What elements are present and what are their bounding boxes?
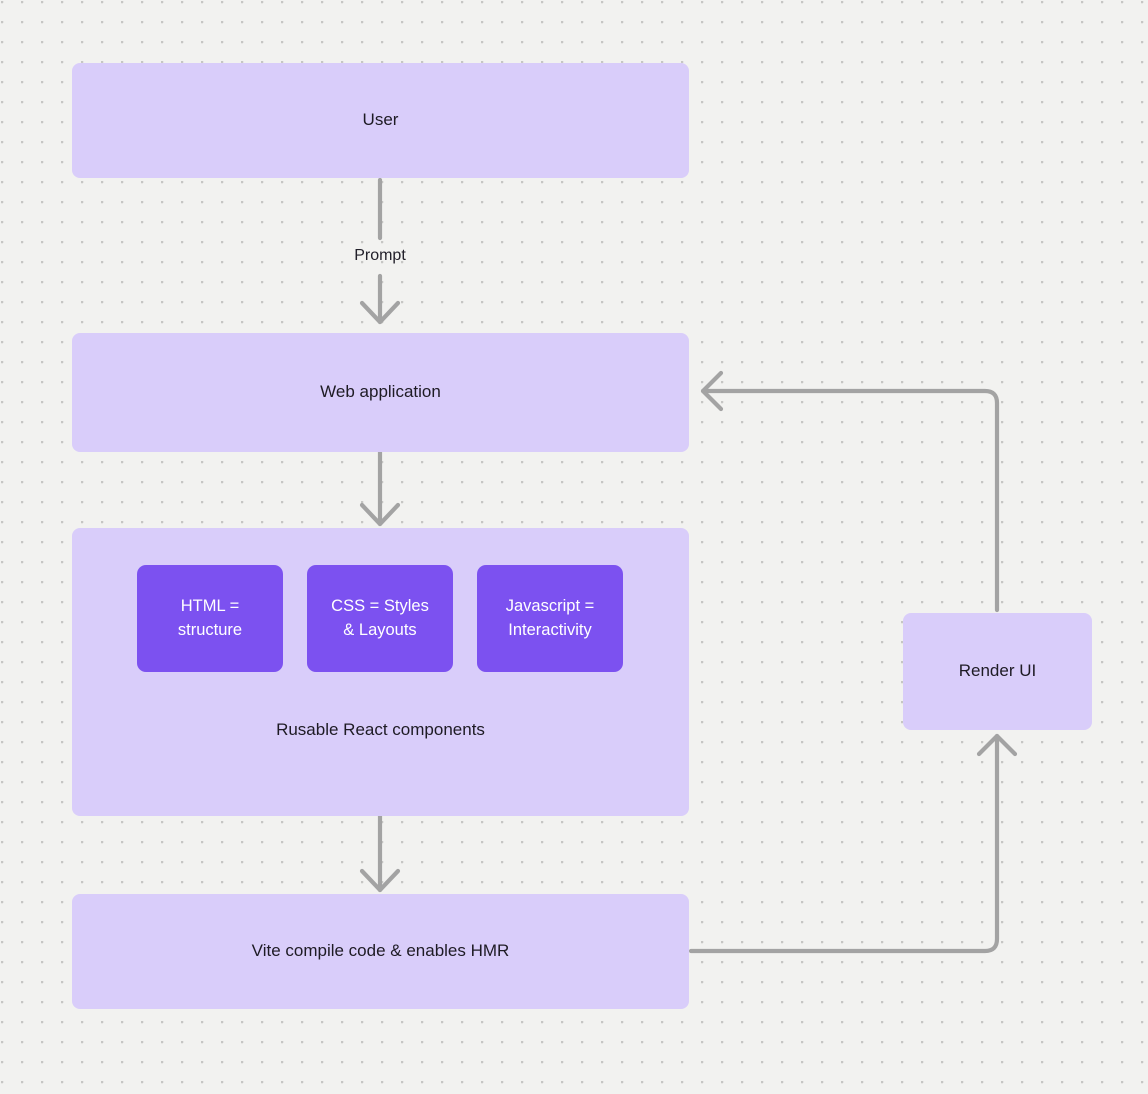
node-javascript-line2: Interactivity [508,620,592,639]
edge-render-ui-to-web-application [700,370,1000,613]
node-components-group-label-text: Rusable React components [276,720,485,739]
edge-label-prompt-text: Prompt [354,247,406,264]
node-javascript[interactable]: Javascript = Interactivity [477,565,623,672]
node-vite[interactable]: Vite compile code & enables HMR [72,894,689,1009]
node-html-line1: HTML = [180,596,240,615]
edge-vite-to-render-ui [688,733,1018,954]
node-web-application-label: Web application [320,382,441,402]
edge-components-to-vite [359,813,401,893]
node-web-application[interactable]: Web application [72,333,689,452]
node-html[interactable]: HTML = structure [137,565,283,672]
node-css-line2: & Layouts [343,620,417,639]
node-components-group-label: Rusable React components [72,720,689,740]
node-render-ui[interactable]: Render UI [903,613,1092,730]
node-render-ui-label: Render UI [958,661,1037,681]
node-javascript-line1: Javascript = [505,596,595,615]
node-user[interactable]: User [72,63,689,178]
node-css-line1: CSS = Styles [331,596,429,615]
node-user-label: User [362,110,399,130]
node-css[interactable]: CSS = Styles & Layouts [307,565,453,672]
edge-label-prompt: Prompt [330,247,430,265]
node-html-line2: structure [177,620,243,639]
edge-web-application-to-components [359,449,401,527]
node-vite-label: Vite compile code & enables HMR [251,941,510,961]
